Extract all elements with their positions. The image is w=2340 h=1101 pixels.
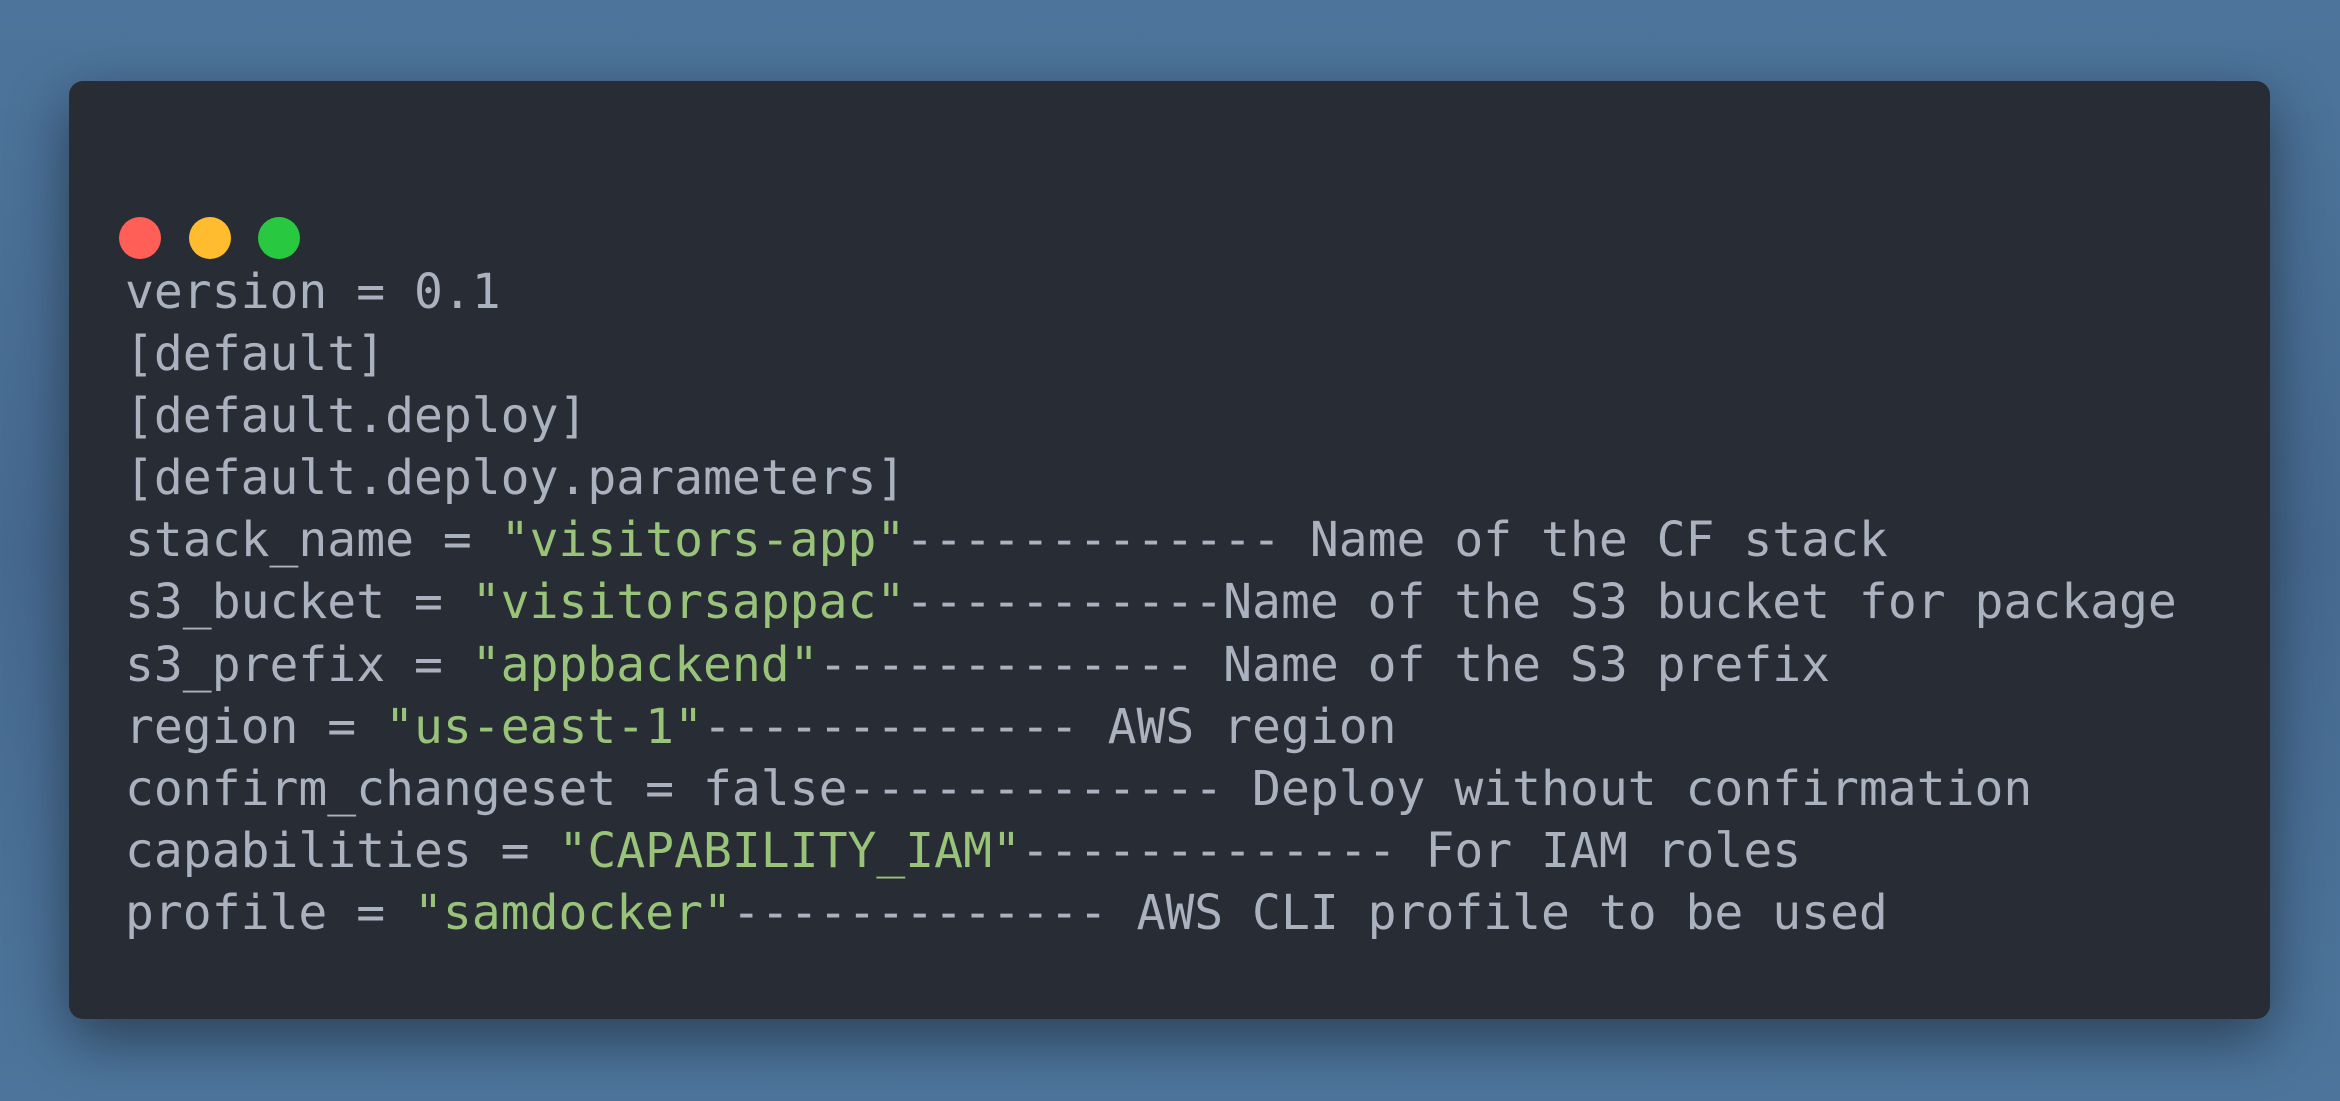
code-window (69, 81, 2270, 1019)
code-text: ------------- For IAM roles (1020, 822, 1802, 879)
string-value: "us-east-1" (385, 698, 703, 755)
string-value: "visitors-app" (500, 512, 906, 569)
code-line: confirm_changeset = false------------- D… (125, 758, 2177, 820)
code-text: version = 0.1 (125, 264, 501, 320)
code-text: ------------- AWS region (702, 698, 1397, 755)
string-value: "visitorsappac" (471, 574, 906, 631)
code-text: profile = (125, 884, 414, 941)
code-text: ------------- AWS CLI profile to be used (731, 884, 1888, 941)
close-button[interactable] (119, 217, 161, 259)
code-text: ------------- Name of the S3 prefix (818, 636, 1831, 693)
code-text: [default.deploy] (125, 388, 588, 445)
code-text: confirm_changeset = false------------- D… (125, 760, 2033, 817)
code-text: [default.deploy.parameters] (125, 450, 906, 507)
minimize-button[interactable] (189, 217, 231, 259)
code-line: region = "us-east-1"------------- AWS re… (125, 696, 2177, 758)
code-text: s3_bucket = (125, 574, 472, 631)
code-text: s3_prefix = (125, 636, 472, 693)
string-value: "CAPABILITY_IAM" (558, 822, 1021, 879)
code-text: [default] (125, 326, 386, 383)
string-value: "samdocker" (413, 884, 732, 941)
string-value: "appbackend" (471, 636, 819, 693)
code-line: capabilities = "CAPABILITY_IAM"---------… (125, 820, 2177, 882)
code-line: [default.deploy] (125, 385, 2177, 447)
code-text: -----------Name of the S3 bucket for pac… (905, 574, 2177, 631)
code-block: version = 0.1 [default][default.deploy][d… (125, 261, 2177, 944)
code-text: capabilities = (125, 822, 559, 879)
code-text: ------------- Name of the CF stack (905, 512, 1888, 569)
code-text: stack_name = (125, 512, 501, 569)
maximize-button[interactable] (258, 217, 300, 259)
code-line: [default] (125, 323, 2177, 385)
code-text: region = (125, 698, 386, 755)
code-line: [default.deploy.parameters] (125, 447, 2177, 509)
code-line: profile = "samdocker"------------- AWS C… (125, 882, 2177, 944)
code-line: s3_prefix = "appbackend"------------- Na… (125, 634, 2177, 696)
code-line: stack_name = "visitors-app"-------------… (125, 509, 2177, 571)
code-line: version = 0.1 (125, 261, 2177, 323)
code-line: s3_bucket = "visitorsappac"-----------Na… (125, 571, 2177, 633)
